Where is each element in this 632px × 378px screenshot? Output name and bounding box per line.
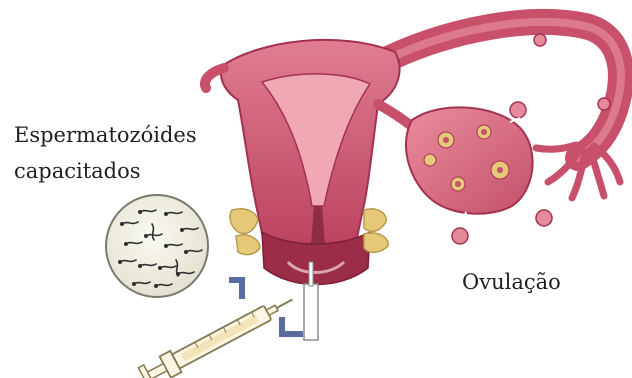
ovulation-label: Ovulação (462, 267, 561, 297)
microscope-view-of-sperm-icon (106, 195, 208, 297)
ovarian-ligament (378, 104, 414, 128)
sperm-label-line1: Espermatozóides (14, 120, 197, 150)
sperm-label-line2: capacitados (14, 156, 141, 186)
egg-cell-icon (536, 210, 552, 226)
egg-cell-icon (534, 34, 546, 46)
fimbriae (536, 145, 620, 198)
egg-cell-icon (598, 98, 610, 110)
ovary (406, 107, 533, 213)
egg-cell-icon (510, 102, 526, 118)
egg-cell-icon (452, 228, 468, 244)
insemination-syringe-icon (138, 289, 298, 378)
